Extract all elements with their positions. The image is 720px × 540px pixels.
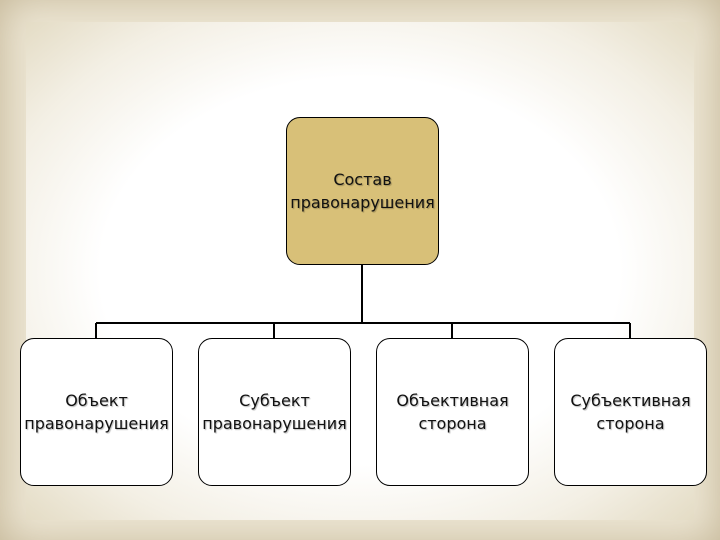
child-node-label: Субъект правонарушения xyxy=(202,391,347,433)
child-node-label: Субъективная сторона xyxy=(570,391,691,433)
root-node: Состав правонарушения xyxy=(286,117,439,265)
child-node-label: Объект правонарушения xyxy=(24,391,169,433)
root-node-label: Состав правонарушения xyxy=(290,170,435,212)
child-node-subject: Субъект правонарушения xyxy=(198,338,351,486)
child-node-subjective-side: Субъективная сторона xyxy=(554,338,707,486)
child-node-object: Объект правонарушения xyxy=(20,338,173,486)
child-node-objective-side: Объективная сторона xyxy=(376,338,529,486)
child-node-label: Объективная сторона xyxy=(396,391,509,433)
